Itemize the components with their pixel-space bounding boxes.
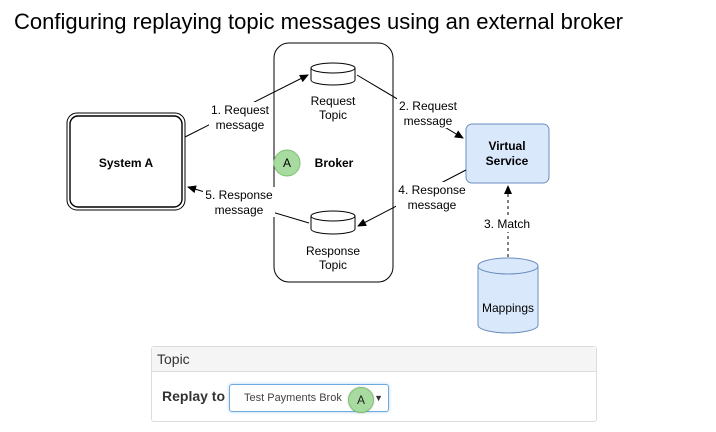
edge-1-request: 1. Request message bbox=[184, 74, 309, 138]
broker-label: Broker bbox=[315, 156, 354, 170]
request-topic-label-line2: Topic bbox=[319, 108, 347, 122]
edge-5-response: 5. Response message bbox=[187, 185, 310, 224]
topic-panel-header: Topic bbox=[152, 347, 596, 372]
response-topic-label-line1: Response bbox=[306, 244, 360, 258]
virtual-service-label-line1: Virtual bbox=[488, 139, 525, 153]
broker-marker-label: A bbox=[283, 156, 291, 170]
edge-3-label: 3. Match bbox=[484, 217, 530, 231]
edge-4-label-line2: message bbox=[408, 198, 457, 212]
chevron-down-icon[interactable]: ▼ bbox=[374, 393, 383, 403]
edge-3-match: 3. Match bbox=[481, 185, 533, 257]
system-a-label: System A bbox=[99, 156, 154, 170]
system-a-node: System A bbox=[66, 112, 186, 211]
edge-4-label-line1: 4. Response bbox=[398, 183, 466, 197]
edge-2-label-line2: message bbox=[404, 114, 453, 128]
edge-5-label-line1: 5. Response bbox=[205, 188, 273, 202]
broker-marker: A bbox=[273, 149, 301, 177]
edge-1-label-line1: 1. Request bbox=[211, 103, 270, 117]
mappings-node: Mappings bbox=[477, 257, 539, 334]
topic-panel: Topic Replay to Test Payments Brok ▼ bbox=[151, 346, 597, 422]
response-topic-label-line2: Topic bbox=[319, 258, 347, 272]
replay-to-label: Replay to bbox=[162, 388, 226, 404]
request-topic-node: Request Topic bbox=[310, 62, 356, 122]
architecture-diagram: System A Broker Request Topic Response T… bbox=[66, 42, 550, 334]
select-marker: A bbox=[348, 387, 374, 413]
edge-4-response: 4. Response message bbox=[357, 169, 468, 227]
replay-to-value: Test Payments Brok bbox=[244, 392, 342, 404]
edge-5-label-line2: message bbox=[215, 203, 264, 217]
mappings-label: Mappings bbox=[482, 301, 534, 315]
request-topic-label-line1: Request bbox=[311, 94, 356, 108]
virtual-service-node: Virtual Service bbox=[465, 123, 550, 184]
edge-2-request: 2. Request message bbox=[356, 74, 464, 139]
edge-1-label-line2: message bbox=[216, 118, 265, 132]
edge-2-label-line1: 2. Request bbox=[399, 99, 458, 113]
page-title: Configuring replaying topic messages usi… bbox=[14, 9, 624, 34]
response-topic-node: Response Topic bbox=[306, 210, 360, 272]
virtual-service-label-line2: Service bbox=[486, 154, 529, 168]
